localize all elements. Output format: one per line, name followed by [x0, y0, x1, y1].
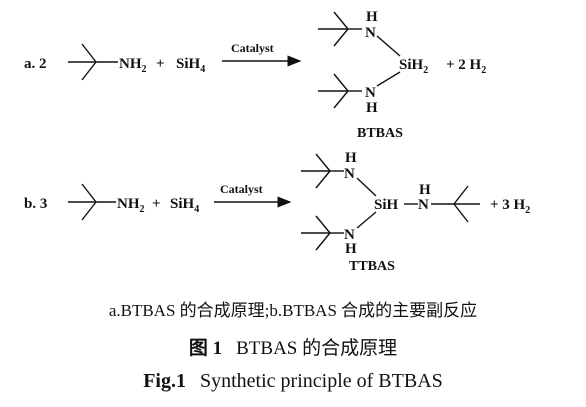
reaction-b-h-top: H [345, 150, 357, 166]
reaction-b-n-right: N [418, 197, 429, 213]
reaction-b-si: SiH [374, 197, 399, 213]
reaction-a-tert-butyl [68, 43, 118, 81]
figure-title-chinese: BTBAS 的合成原理 [236, 338, 398, 359]
reaction-a-h-bottom: H [366, 100, 378, 116]
reaction-b-h-right: H [419, 182, 431, 198]
reaction-b: b. 3 NH2 + SiH4 Catalyst H N [24, 150, 530, 274]
reaction-a: a. 2 NH2 + SiH4 Catalyst H N [24, 9, 486, 141]
reaction-a-catalyst: Catalyst [231, 41, 274, 55]
reaction-a-plus: + [156, 56, 165, 72]
reaction-a-amine: NH2 [119, 56, 147, 75]
reaction-b-product: H N SiH H N + 3 H2 N H [301, 150, 530, 274]
figure-caption-chinese: 图 1 BTBAS 的合成原理 [0, 333, 586, 360]
reaction-b-plus: + [152, 196, 161, 212]
figure-label-english: Fig.1 [143, 370, 186, 392]
reaction-b-h-bottom: H [345, 241, 357, 257]
reaction-a-byproduct: + 2 H2 [446, 57, 486, 76]
figure-label-chinese: 图 1 [188, 338, 223, 359]
reaction-b-tert-butyl [68, 183, 116, 221]
reaction-b-n-top: N [344, 166, 355, 182]
reaction-b-catalyst: Catalyst [220, 182, 263, 196]
reaction-a-si: SiH2 [399, 57, 428, 76]
reaction-b-amine: NH2 [117, 196, 145, 215]
reaction-b-byproduct: + 3 H2 [490, 197, 530, 216]
reaction-b-n-bottom: N [344, 227, 355, 243]
figure-subcaption: a.BTBAS 的合成原理;b.BTBAS 合成的主要副反应 [108, 301, 478, 320]
reaction-b-product-name: TTBAS [349, 259, 395, 274]
figure-caption-english: Fig.1 Synthetic principle of BTBAS [0, 370, 586, 393]
reaction-a-label: a. 2 [24, 56, 47, 72]
reaction-b-silane: SiH4 [170, 196, 199, 215]
reaction-a-silane: SiH4 [176, 56, 205, 75]
reaction-a-h-top: H [366, 9, 378, 25]
reaction-a-product: H N SiH2 + 2 H2 N H BTBAS [318, 9, 486, 141]
figure-title-english: Synthetic principle of BTBAS [200, 370, 443, 392]
reaction-a-product-name: BTBAS [357, 126, 403, 141]
reaction-scheme: a. 2 NH2 + SiH4 Catalyst H N [24, 9, 530, 274]
reaction-b-label: b. 3 [24, 196, 47, 212]
reaction-a-n-top: N [365, 25, 376, 41]
reaction-a-n-bottom: N [365, 85, 376, 101]
